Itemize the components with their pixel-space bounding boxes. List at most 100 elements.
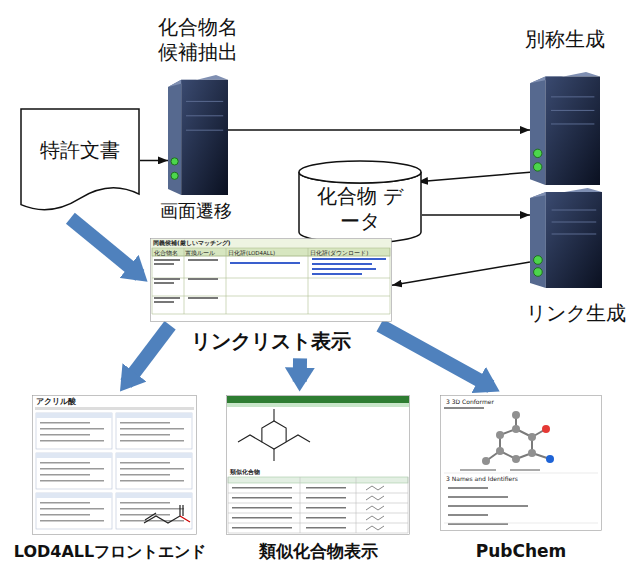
link-text	[312, 263, 372, 265]
screenshot-frame	[227, 396, 410, 535]
cell-text	[154, 282, 174, 284]
structure-bond	[273, 449, 274, 461]
server-label: リンク生成	[520, 296, 632, 330]
panel-header	[116, 413, 192, 418]
info-panel	[116, 493, 192, 529]
document-outline	[21, 109, 139, 210]
panel-header	[116, 493, 192, 498]
structure-bond	[262, 421, 286, 449]
panel-text	[40, 468, 104, 470]
info-panel	[116, 413, 192, 449]
molecule-atom	[496, 431, 504, 439]
panel-text	[120, 514, 170, 516]
server-side	[530, 192, 546, 288]
screen-text: 化合物名	[154, 250, 178, 256]
server-front	[545, 77, 600, 185]
server-slot	[552, 210, 597, 211]
screen-text: 日化辞(LOD4ALL)	[228, 250, 275, 256]
screenshot-frame	[151, 239, 392, 322]
table-rule	[228, 533, 408, 534]
server-icon-art	[168, 75, 228, 195]
server-front	[181, 80, 228, 195]
link-text	[312, 258, 386, 260]
table-header	[228, 477, 408, 483]
flow-arrow	[418, 172, 530, 182]
panel-header	[36, 413, 112, 418]
flow-arrow	[228, 129, 530, 131]
table-rule	[228, 493, 408, 494]
section-text	[448, 514, 488, 516]
panel-text	[40, 434, 90, 436]
molecule-atom	[542, 425, 550, 433]
server-slot	[186, 115, 223, 116]
table-rule	[228, 503, 408, 504]
transition-arrow	[70, 218, 139, 275]
link-text	[312, 273, 362, 275]
table-rule	[152, 248, 153, 314]
molecule-atom	[512, 411, 520, 419]
table-rule	[308, 248, 309, 314]
panel-header	[36, 493, 112, 498]
cell-text	[306, 497, 346, 499]
url-bar	[35, 407, 194, 410]
panel-text	[40, 520, 104, 522]
cell-text	[232, 507, 292, 509]
panel-header	[36, 453, 112, 458]
server-slot	[186, 101, 223, 102]
screen-text: 類似化合物	[230, 469, 260, 476]
table-rule	[184, 248, 185, 314]
server-slot	[551, 123, 594, 124]
cell-text	[188, 278, 218, 280]
screen-text: 日化辞(ダウンロード)	[310, 250, 368, 256]
structure-bond	[366, 516, 384, 520]
cell-text	[232, 487, 292, 489]
table-rule	[356, 477, 357, 533]
transition-arrow	[293, 358, 307, 381]
cell-text	[306, 517, 346, 519]
structure-bond	[238, 435, 262, 442]
cell-text	[154, 301, 174, 303]
cell-text	[154, 263, 174, 265]
table-rule	[228, 523, 408, 524]
molecule-atom	[512, 455, 520, 463]
section-rule	[444, 523, 598, 524]
table-header	[152, 248, 390, 256]
document-shape: 特許文書	[20, 108, 140, 213]
cell-text	[188, 259, 218, 261]
status-led	[534, 268, 543, 277]
screenshot-frame	[441, 396, 602, 531]
structure-bond	[180, 516, 190, 522]
cell-text	[154, 259, 180, 261]
sub-bar	[227, 403, 409, 407]
table-rule	[152, 296, 390, 297]
server-front	[546, 192, 602, 288]
server-label: 化合物名 候補抽出	[148, 10, 248, 70]
panel-text	[120, 462, 170, 464]
title-bar	[151, 239, 391, 248]
server-label: 別称生成	[518, 22, 612, 56]
panel-text	[120, 520, 184, 522]
section-text	[448, 496, 508, 498]
cell-text	[306, 507, 346, 509]
control-text	[510, 469, 540, 471]
molecule-atom	[528, 449, 536, 457]
table-rule	[408, 477, 409, 533]
title-bar	[227, 396, 409, 403]
table-rule	[228, 477, 229, 533]
cell-text	[154, 297, 180, 299]
server-slot	[551, 110, 594, 111]
link-text	[312, 268, 376, 270]
server-side	[530, 77, 545, 185]
info-panel	[36, 453, 112, 489]
section-rule	[444, 473, 598, 474]
status-led	[534, 256, 543, 265]
panel-text	[120, 434, 170, 436]
molecule-atom	[496, 447, 504, 455]
structure-bond	[182, 505, 183, 516]
structure-bond	[286, 435, 310, 442]
table-rule	[300, 477, 301, 533]
cell-text	[232, 527, 292, 529]
info-panel	[36, 413, 112, 449]
transition-arrow	[380, 325, 491, 386]
node-label: 特許文書	[20, 108, 140, 193]
